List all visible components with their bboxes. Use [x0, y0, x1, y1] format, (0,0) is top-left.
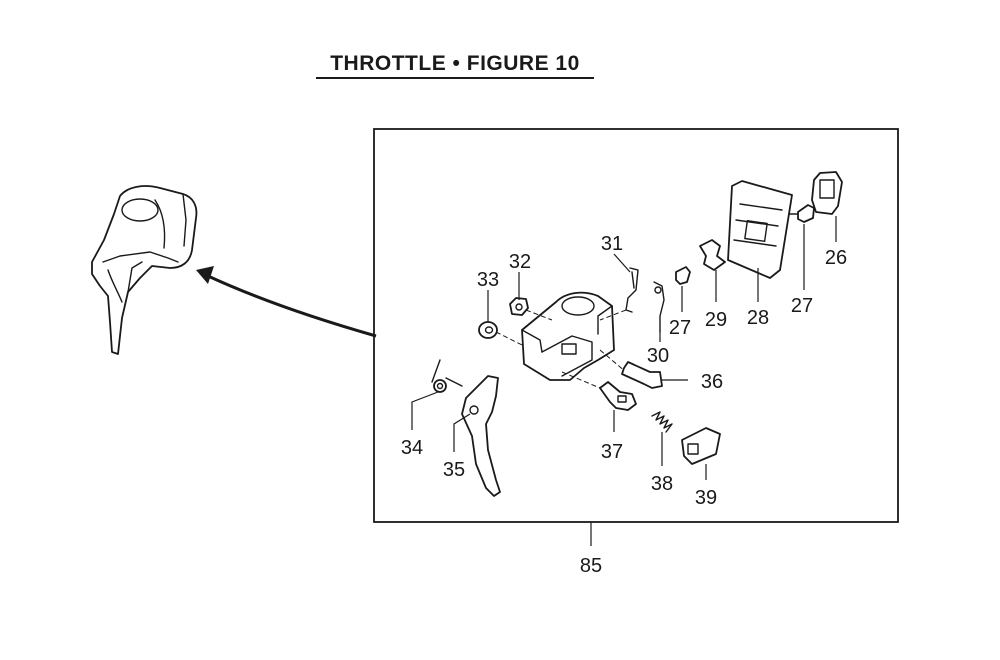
part-39-cap [681, 427, 721, 465]
label-27-upper: 27 [791, 295, 813, 317]
part-38-spring [651, 411, 673, 433]
label-33: 33 [477, 269, 499, 291]
part-33-ring [478, 321, 498, 339]
label-29: 29 [705, 309, 727, 331]
assembled-throttle-handle [91, 185, 198, 355]
assembly-line-37 [561, 371, 601, 389]
title-underline [316, 77, 594, 79]
assembly-number-label: 85 [580, 555, 602, 577]
label-37: 37 [601, 441, 623, 463]
label-28: 28 [747, 307, 769, 329]
assembly-line-33 [495, 331, 525, 347]
figure-title: THROTTLE • FIGURE 10 [330, 52, 580, 75]
part-30-link [653, 281, 665, 333]
label-34: 34 [401, 437, 423, 459]
assembly-frame [373, 128, 899, 523]
part-35-trigger-lever [461, 375, 501, 497]
leader-lines [411, 216, 837, 480]
label-30: 30 [647, 345, 669, 367]
assembly-line-36 [599, 349, 627, 373]
direction-arrow [196, 266, 377, 338]
assembly-line-32 [525, 309, 553, 321]
label-38: 38 [651, 473, 673, 495]
throttle-body [521, 291, 615, 381]
label-31: 31 [601, 233, 623, 255]
label-39: 39 [695, 487, 717, 509]
part-26-knob [811, 171, 843, 215]
label-26: 26 [825, 247, 847, 269]
assembly-line-30 [599, 309, 627, 321]
part-36-pin [621, 361, 663, 389]
label-27-lower: 27 [669, 317, 691, 339]
part-28-plate [727, 180, 793, 279]
label-35: 35 [443, 459, 465, 481]
part-37-shaft [599, 381, 637, 411]
label-32: 32 [509, 251, 531, 273]
part-34-spring [431, 359, 463, 393]
part-27-screw-lower [675, 266, 691, 285]
part-31-spring-wire [625, 267, 639, 313]
part-32-nut [509, 297, 529, 316]
label-36: 36 [701, 371, 723, 393]
part-29-clip [699, 239, 726, 271]
